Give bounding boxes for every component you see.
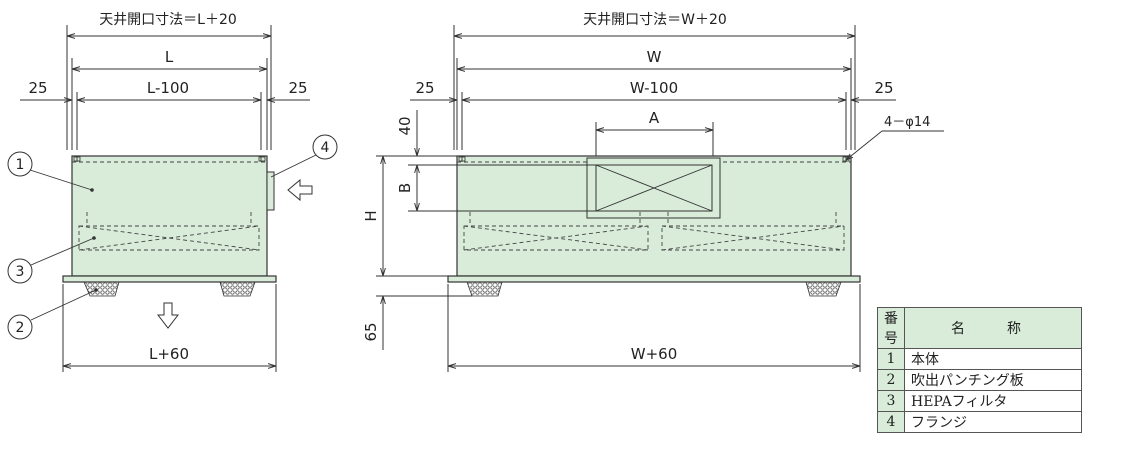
punching-plate-right <box>805 281 842 297</box>
leader-line <box>30 237 95 266</box>
dim-25-left-label: 25 <box>415 79 434 97</box>
dim-W100-label: W-100 <box>630 79 678 97</box>
punching-plate-right <box>219 281 256 297</box>
callout-2-label: 2 <box>16 320 25 336</box>
callout-3-label: 3 <box>16 264 25 280</box>
mounting-hole <box>258 156 266 162</box>
filter-cross <box>78 225 260 251</box>
table-row: 1 本体 <box>877 348 1082 370</box>
row-no: 2 <box>877 369 905 391</box>
dim-25-right-label: 25 <box>288 79 307 97</box>
row-no: 3 <box>877 390 905 412</box>
table-row: 2 吹出パンチング板 <box>877 369 1082 391</box>
row-name: 本体 <box>904 348 1082 370</box>
outlet-arrow-icon <box>156 302 180 329</box>
callout-1-label: 1 <box>16 157 25 173</box>
leader-dot <box>90 188 94 192</box>
dim-B-label: B <box>396 183 414 193</box>
opening-label: 天井開口寸法＝L＋20 <box>99 12 237 28</box>
callout-4 <box>312 134 338 160</box>
punching-plate-left <box>83 281 120 297</box>
table-row: 3 HEPAフィルタ <box>877 390 1082 412</box>
row-name: HEPAフィルタ <box>904 390 1082 412</box>
callout-1 <box>7 151 33 177</box>
filter-cross <box>661 225 845 251</box>
dim-L-label: L <box>165 48 174 66</box>
inlet-arrow-icon <box>287 178 313 202</box>
leader-dot <box>92 236 96 240</box>
unit-body <box>71 155 268 277</box>
table-row: 4 フランジ <box>877 411 1082 433</box>
opening-label: 天井開口寸法＝W＋20 <box>583 12 727 28</box>
header-no: 番号 <box>877 307 905 349</box>
row-no: 1 <box>877 348 905 370</box>
hepa-filter-outline <box>463 225 649 251</box>
header-name: 名 称 <box>904 307 1082 349</box>
row-no: 4 <box>877 411 905 433</box>
dim-W60-label: W+60 <box>631 345 678 363</box>
leader-line <box>29 169 93 191</box>
callout-4-label: 4 <box>321 140 330 156</box>
dim-25-left-label: 25 <box>28 79 47 97</box>
right-view: 天井開口寸法＝W＋20 W W-100 25 25 A <box>73 12 944 372</box>
dim-W-label: W <box>647 48 662 66</box>
dim-A-label: A <box>649 109 660 127</box>
filter-cross <box>463 225 649 251</box>
mounting-hole <box>458 156 466 162</box>
leader-dot <box>94 288 98 292</box>
filter-cross <box>78 225 260 251</box>
dim-L100-label: L-100 <box>147 79 189 97</box>
punching-plate-left <box>466 281 503 297</box>
hepa-filter-outline <box>661 225 845 251</box>
mounting-hole <box>73 156 81 162</box>
bottom-flange <box>62 275 277 283</box>
hepa-filter-outline <box>78 225 260 251</box>
parts-table: 番号 名 称 1 本体 2 吹出パンチング板 3 HEPAフィルタ 4 フランジ <box>877 307 1082 433</box>
parts-table-header: 番号 名 称 <box>877 307 1082 349</box>
dim-H-label: H <box>362 210 380 221</box>
leader-line <box>30 289 97 321</box>
bottom-flange <box>447 275 861 283</box>
row-name: 吹出パンチング板 <box>904 369 1082 391</box>
hole-leader <box>846 130 883 160</box>
inlet-cross <box>595 164 713 212</box>
dim-40-label: 40 <box>396 116 414 135</box>
leader-line <box>270 154 317 178</box>
dim-L60-label: L+60 <box>149 345 189 363</box>
hole-label: 4－φ14 <box>884 115 930 130</box>
left-view: 天井開口寸法＝L＋20 L L-100 25 25 <box>7 12 338 372</box>
dim-65-label: 65 <box>362 322 380 341</box>
flange <box>266 171 275 211</box>
callout-3 <box>7 258 33 284</box>
row-name: フランジ <box>904 411 1082 433</box>
dim-25-right-label: 25 <box>874 79 893 97</box>
callout-2 <box>7 314 33 340</box>
